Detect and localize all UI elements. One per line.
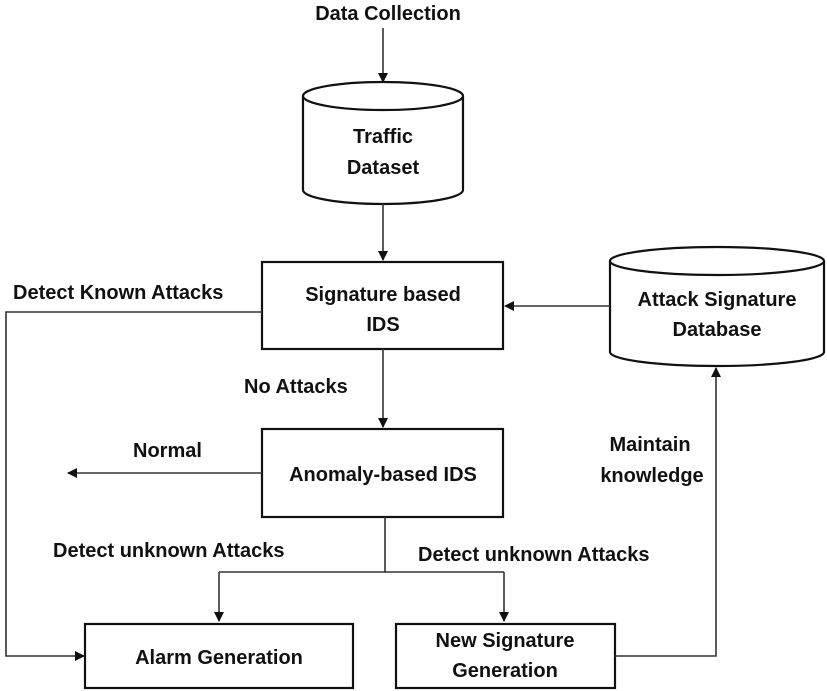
no-attacks-label: No Attacks [244,376,348,398]
attack-signature-database-cylinder: Attack Signature Database [608,245,826,368]
attack-signature-db-label-2: Database [673,319,762,341]
new-signature-generation-box: New Signature Generation [394,622,617,690]
data-collection-label: Data Collection [315,3,461,25]
signature-ids-label-2: IDS [366,314,399,336]
anomaly-ids-box: Anomaly-based IDS [260,427,505,519]
detect-unknown-attacks-left-label: Detect unknown Attacks [53,540,285,562]
new-signature-label-2: Generation [452,660,558,682]
detect-unknown-attacks-right-label: Detect unknown Attacks [418,544,650,566]
signature-ids-label-1: Signature based [305,284,461,306]
arrow-new-signature-to-database [615,367,721,657]
maintain-knowledge-label-2: knowledge [600,465,703,487]
alarm-generation-box: Alarm Generation [83,622,355,690]
arrow-detect-known-to-alarm [5,311,262,661]
traffic-dataset-cylinder: Traffic Dataset [301,80,465,206]
traffic-dataset-label-1: Traffic [353,126,413,148]
traffic-dataset-label-2: Dataset [347,157,420,179]
maintain-knowledge-label-1: Maintain [609,434,690,456]
detect-known-attacks-label: Detect Known Attacks [13,282,223,304]
normal-label: Normal [133,440,202,462]
signature-ids-box: Signature based IDS [260,260,505,351]
alarm-generation-label: Alarm Generation [135,647,303,669]
anomaly-ids-label: Anomaly-based IDS [289,464,477,486]
attack-signature-db-label-1: Attack Signature [638,289,797,311]
new-signature-label-1: New Signature [436,630,575,652]
